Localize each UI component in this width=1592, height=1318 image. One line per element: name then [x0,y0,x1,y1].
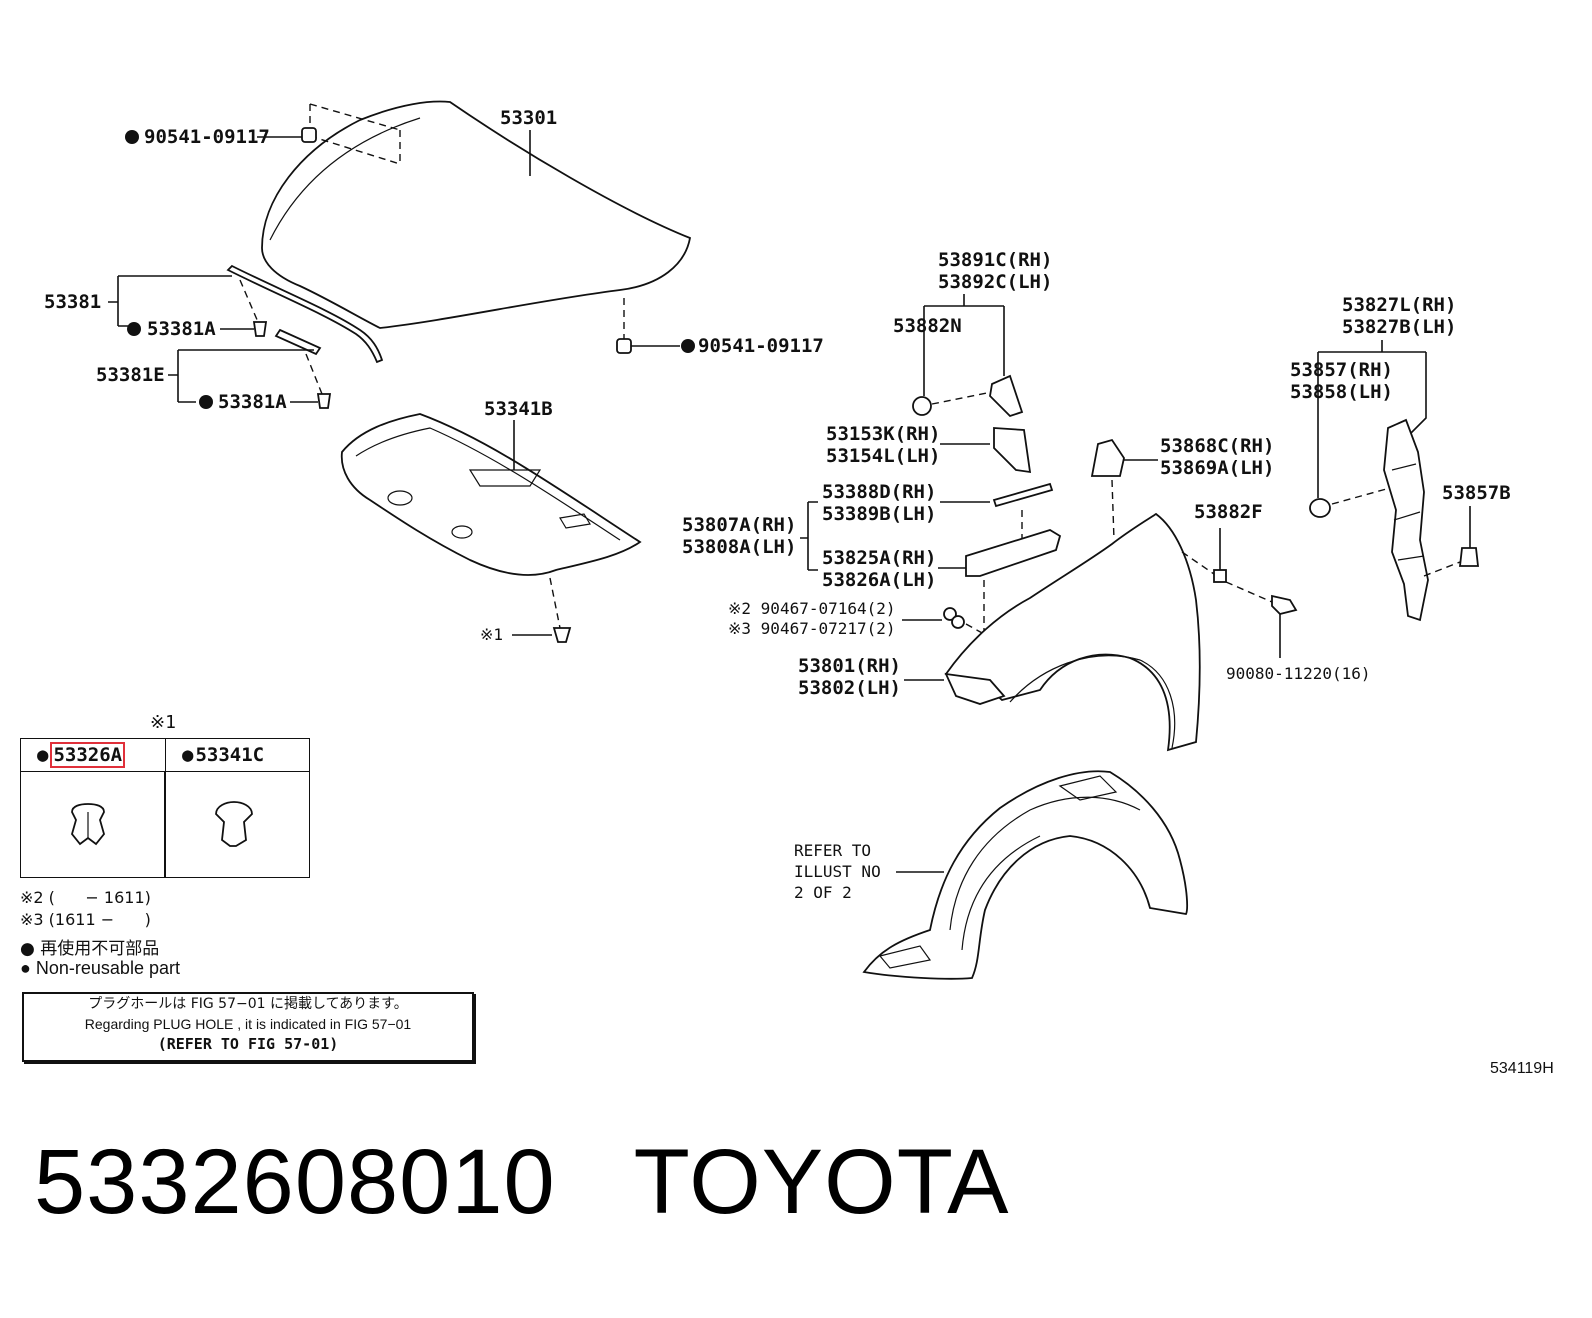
label-liner-b-lh: 53827B(LH) [1342,316,1456,338]
label-seal-clip-2: 53381A [218,391,287,413]
nonreuse-jp: 再使用不可部品 [40,939,160,959]
label-support-lh: 53892C(LH) [938,271,1052,293]
label-refer-3: 2 OF 2 [794,883,852,902]
hood-support-bracket [989,374,1024,418]
label-hood-clip-right: 90541-09117 [698,335,824,357]
clip-table: ●53326A ●53341C [20,738,310,878]
clip-code[interactable]: 53341C [195,744,265,766]
clip-f-part [1213,569,1227,583]
note-3: ※3 (1611 − ) [20,910,151,929]
fender-bracket-a [965,529,1062,577]
dot-icon: ● [20,939,35,959]
clip-icon-53326a [71,803,105,846]
label-seal-sub: 53381E [96,364,165,386]
label-seal-58-lh: 53858(LH) [1290,381,1393,403]
label-seal-b-lh: 53389B(LH) [822,503,936,525]
hood-stopper-top [125,127,317,144]
figure-id: 534119H [1490,1060,1554,1077]
label-insulator: 53341B [484,398,553,420]
clip-code-highlighted[interactable]: 53326A [50,742,126,768]
nonreuse-en-row: ● Non-reusable part [20,958,180,979]
fender-liner [862,770,1188,980]
screw-part [1271,594,1298,615]
nonreuse-en: Non-reusable part [35,958,180,978]
fender-bracket-k [993,427,1032,474]
dot-icon: ● [20,958,31,978]
label-fender-lh: 53802(LH) [798,677,901,699]
nonreuse-jp-row: ● 再使用不可部品 [20,934,159,959]
bolt-part-b [951,615,965,629]
label-clip-note-1: ※1 [480,625,503,644]
clip-icon-53341c [215,801,253,847]
label-fender-brkt-lh: 53826A(LH) [822,569,936,591]
label-refer-2: ILLUST NO [794,862,881,881]
label-support-clip: 53882N [893,315,962,337]
label-clip-f: 53882F [1194,501,1263,523]
label-fender-set-lh: 53808A(LH) [682,536,796,558]
ref-line-3[interactable]: (REFER TO FIG 57-01) [157,1035,339,1053]
label-cover-rh: 53868C(RH) [1160,435,1274,457]
label-clip-57b: 53857B [1442,482,1511,504]
ref-line-2: Regarding PLUG HOLE , it is indicated in… [84,1016,412,1032]
fender-seal-strip [992,482,1054,508]
ref-line-1: プラグホールは FIG 57−01 に掲載してあります。 [88,996,408,1012]
label-liner-l-rh: 53827L(RH) [1342,294,1456,316]
hood-seal [226,264,384,364]
reference-box: プラグホールは FIG 57−01 に掲載してあります。 Regarding P… [22,992,474,1062]
label-bracket-lh: 53154L(LH) [826,445,940,467]
label-seal-main: 53381 [44,291,101,313]
label-screw: 90080-11220(16) [1226,664,1371,683]
clip-57b-part [1458,547,1480,567]
support-clip-part [912,396,932,416]
label-fender-set-rh: 53807A(RH) [682,514,796,536]
label-cover-lh: 53869A(LH) [1160,457,1274,479]
note-2: ※2 ( − 1611) [20,888,151,907]
part-number-caption: 5332608010 TOYOTA [34,1131,1010,1233]
front-fender [944,512,1201,752]
label-seal-clip-1: 53381A [147,318,216,340]
hood-insulator [340,413,642,576]
clip-table-col2: ●53341C [165,739,310,772]
label-seal-57-rh: 53857(RH) [1290,359,1393,381]
label-hood: 53301 [500,107,557,129]
label-hood-clip-top: 90541-09117 [144,126,270,148]
label-refer-1: REFER TO [794,841,871,860]
label-support-rh: 53891C(RH) [938,249,1052,271]
seal-57-part [1309,498,1331,518]
label-seal-d-rh: 53388D(RH) [822,481,936,503]
label-bolt-2: ※2 90467-07164(2) [728,599,896,618]
dot-icon: ● [182,744,194,766]
hood-panel [261,100,692,329]
label-bracket-rh: 53153K(RH) [826,423,940,445]
bolt-part-a [943,607,957,621]
clip-table-col1: ●53326A [21,739,164,772]
dot-icon: ● [37,744,49,766]
table-divider [164,771,166,877]
label-fender-rh: 53801(RH) [798,655,901,677]
fender-cover-part [1090,438,1125,477]
label-bolt-3: ※3 90467-07217(2) [728,619,896,638]
fender-liner-seal [1383,418,1429,622]
clip-table-title: ※1 [150,712,176,733]
label-fender-brkt-rh: 53825A(RH) [822,547,936,569]
